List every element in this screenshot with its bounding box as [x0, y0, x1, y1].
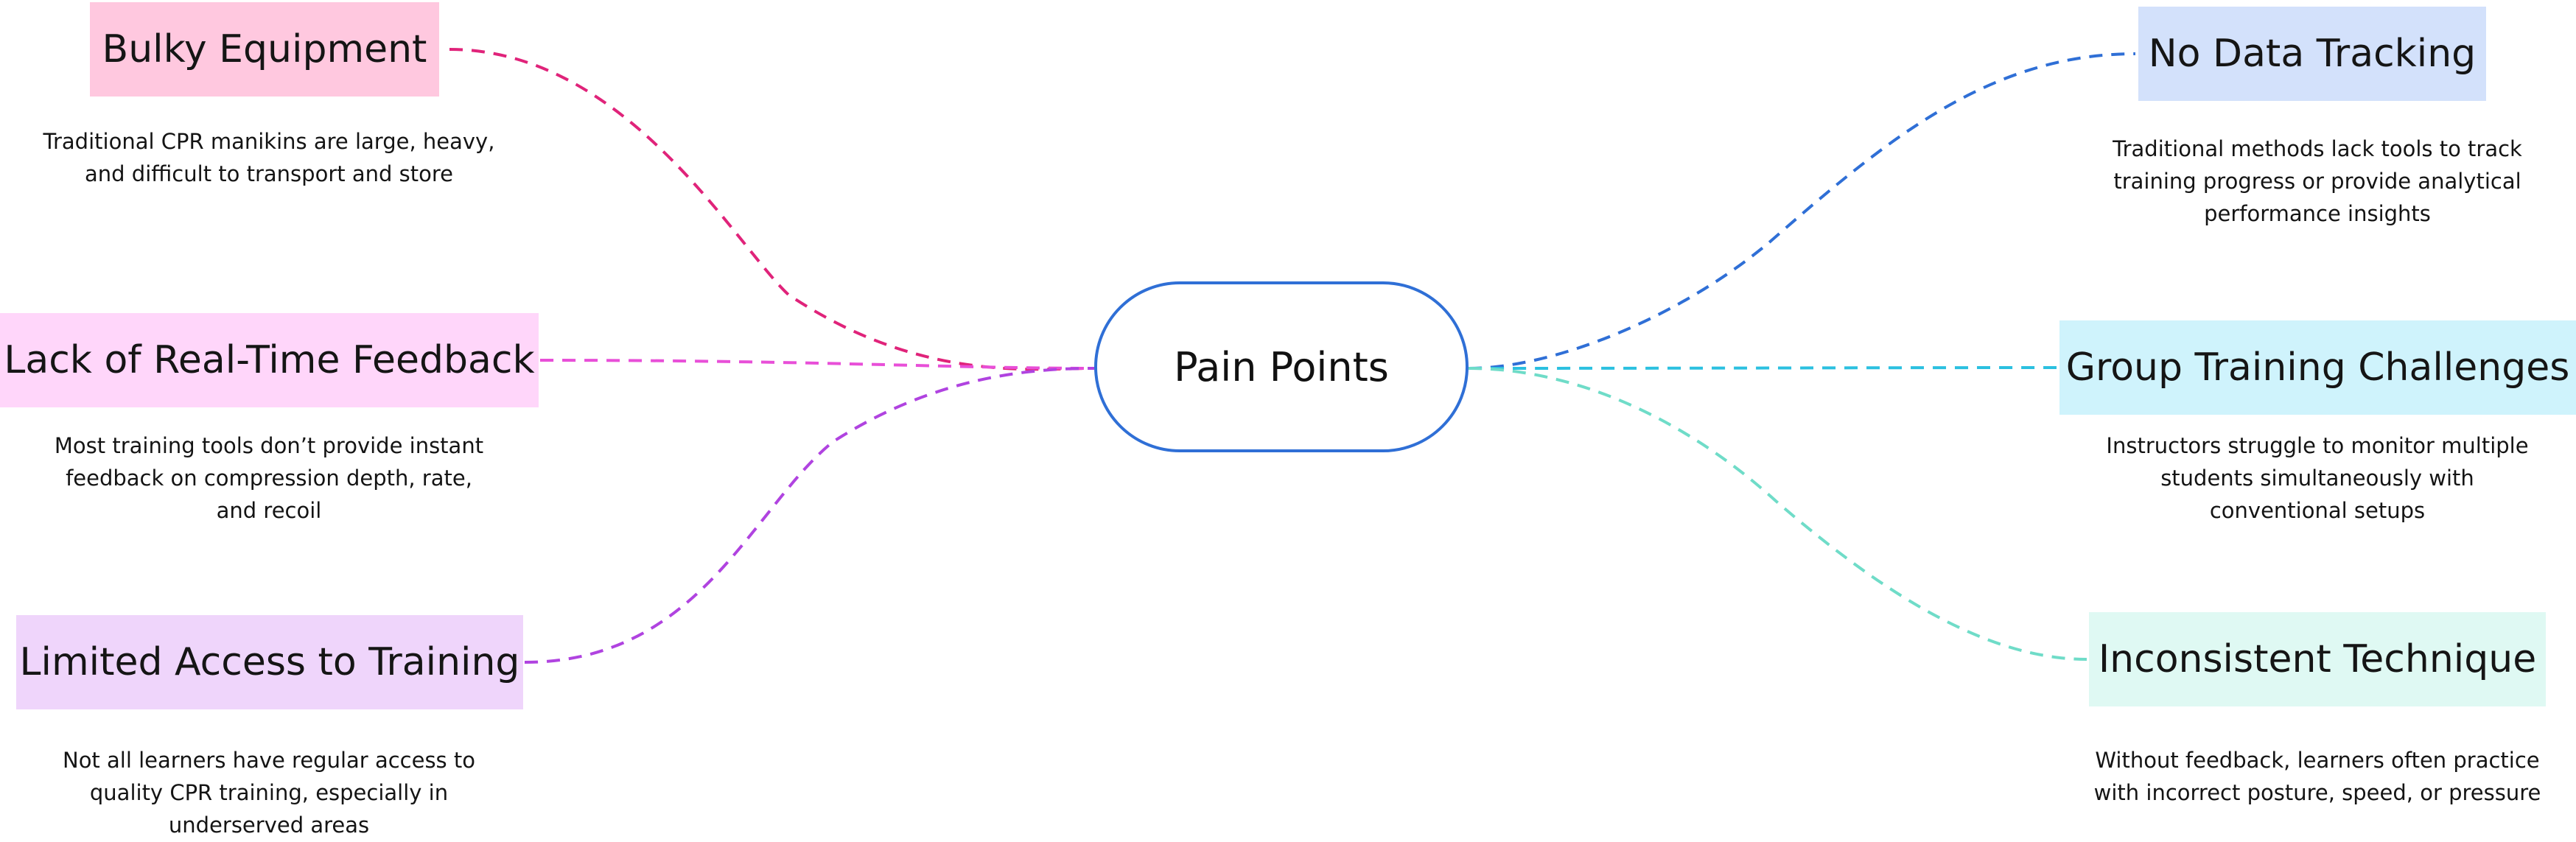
description-line: Traditional CPR manikins are large, heav… [43, 129, 495, 154]
description-line: training progress or provide analytical [2113, 169, 2521, 194]
topic-inconsistent-technique[interactable]: Inconsistent Technique [2089, 612, 2546, 706]
description-bulky-equipment: Traditional CPR manikins are large, heav… [29, 125, 508, 190]
description-line: Without feedback, learners often practic… [2095, 748, 2540, 773]
description-lack-of-real-time-feedback: Most training tools don’t provide instan… [29, 429, 508, 527]
description-line: students simultaneously with [2160, 466, 2474, 491]
description-line: Traditional methods lack tools to track [2113, 136, 2522, 161]
description-line: and difficult to transport and store [85, 161, 453, 186]
topic-no-data-tracking[interactable]: No Data Tracking [2138, 7, 2486, 101]
topic-lack-of-real-time-feedback[interactable]: Lack of Real-Time Feedback [0, 313, 539, 407]
description-line: with incorrect posture, speed, or pressu… [2093, 780, 2541, 805]
description-line: quality CPR training, especially in [89, 780, 449, 805]
description-group-training-challenges: Instructors struggle to monitor multiple… [2078, 429, 2557, 527]
description-line: feedback on compression depth, rate, [66, 466, 472, 491]
description-line: performance insights [2204, 201, 2431, 226]
connector-incon [1468, 367, 2087, 661]
description-line: conventional setups [2209, 498, 2426, 523]
description-line: Instructors struggle to monitor multiple [2106, 433, 2529, 458]
description-limited-access-to-training: Not all learners have regular access to … [29, 744, 508, 841]
topic-group-training-challenges[interactable]: Group Training Challenges [2059, 320, 2576, 415]
connector-nodata [1468, 52, 2136, 370]
description-no-data-tracking: Traditional methods lack tools to track … [2078, 133, 2557, 230]
connector-limited [524, 367, 1095, 664]
central-topic[interactable]: Pain Points [1094, 281, 1469, 452]
description-line: and recoil [216, 498, 322, 523]
description-line: underserved areas [168, 813, 370, 838]
description-line: Most training tools don’t provide instan… [54, 433, 484, 458]
connector-lack [539, 359, 1095, 370]
description-inconsistent-technique: Without feedback, learners often practic… [2078, 744, 2557, 809]
connector-bulky [449, 48, 1095, 371]
description-line: Not all learners have regular access to [63, 748, 475, 773]
topic-limited-access-to-training[interactable]: Limited Access to Training [16, 615, 523, 709]
topic-bulky-equipment[interactable]: Bulky Equipment [90, 2, 439, 97]
